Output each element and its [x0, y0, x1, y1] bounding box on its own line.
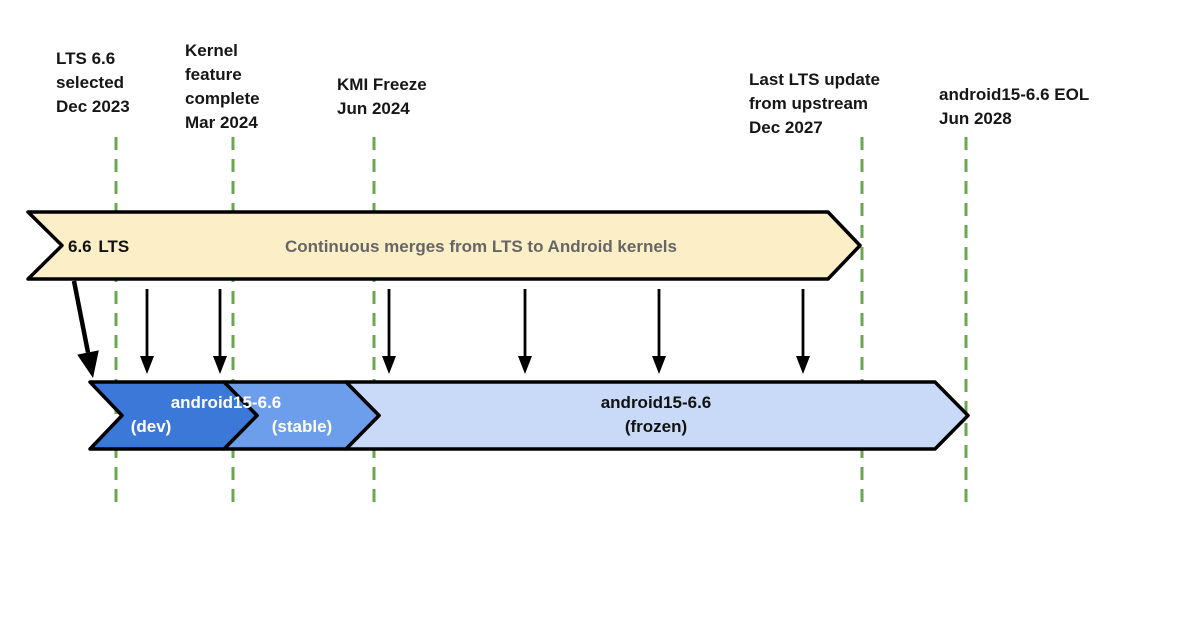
merge-arrows [140, 289, 810, 374]
milestone-label-line: feature [185, 65, 242, 84]
lts-to-dev-arrow [71, 280, 99, 378]
frozen-branch-label: (frozen) [625, 417, 687, 436]
dev-branch-shape [88, 380, 259, 451]
frozen-branch-name-label: android15-6.6 [601, 393, 712, 412]
milestone-label-eol: android15-6.6 EOL Jun 2028 [939, 83, 1089, 131]
dev-branch-label: (dev) [131, 417, 172, 436]
milestone-label-line: Kernel [185, 41, 238, 60]
merge-arrow [382, 289, 396, 374]
milestone-label-line: KMI Freeze [337, 75, 427, 94]
lts-to-dev-arrow-head [77, 350, 99, 378]
branch-name-label: android15-6.6 [171, 393, 282, 412]
milestone-label-line: android15-6.6 EOL [939, 85, 1090, 104]
milestone-label-line: Jun 2024 [337, 99, 410, 118]
milestone-label-line: LTS 6.6 [56, 49, 116, 68]
milestone-label-line: Jun 2028 [939, 109, 1012, 128]
milestone-label-line: Last LTS update [749, 70, 880, 89]
lts-banner-description: Continuous merges from LTS to Android ke… [285, 237, 677, 256]
milestone-label-lts-selected: LTS 6.6 selected Dec 2023 [56, 47, 130, 119]
stable-branch-label: (stable) [272, 417, 332, 436]
milestone-label-line: from upstream [749, 94, 869, 113]
merge-arrow [518, 289, 532, 374]
milestone-dashed-lines [114, 137, 968, 506]
milestone-label-line: complete [185, 89, 260, 108]
milestone-label-line: selected [56, 73, 125, 92]
milestone-label-last-lts-update: Last LTS update from upstream Dec 2027 [749, 68, 880, 140]
lts-to-dev-arrow-line [71, 280, 91, 353]
milestone-label-feature-complete: Kernel feature complete Mar 2024 [185, 39, 260, 135]
milestone-label-line: Mar 2024 [185, 113, 258, 132]
merge-arrow [652, 289, 666, 374]
milestone-label-line: Dec 2023 [56, 97, 130, 116]
lts-banner-version-label: 6.6 LTS [68, 237, 129, 256]
merge-arrow [796, 289, 810, 374]
milestone-label-line: Dec 2027 [749, 118, 823, 137]
milestone-label-kmi-freeze: KMI Freeze Jun 2024 [337, 73, 427, 121]
merge-arrow [213, 289, 227, 374]
lts-banner-shape [26, 210, 862, 281]
merge-arrow [140, 289, 154, 374]
